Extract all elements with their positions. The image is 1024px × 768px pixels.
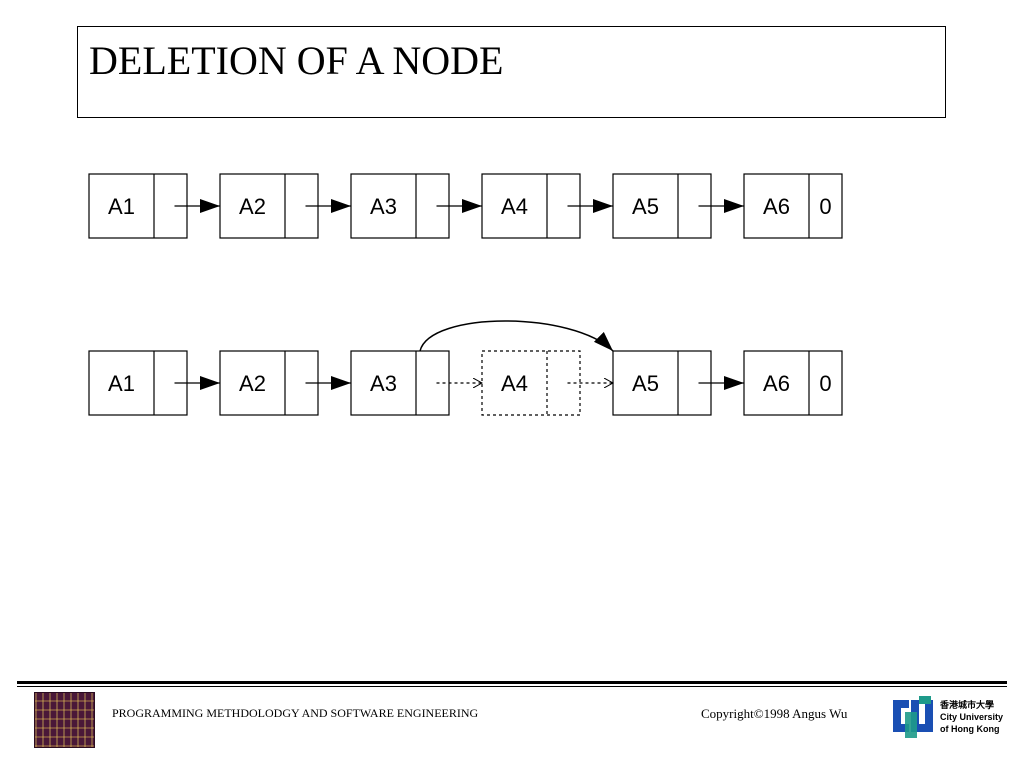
bypass-pointer-arrow xyxy=(419,320,614,352)
after-node-6 xyxy=(743,350,843,416)
university-name-line1: City University xyxy=(940,712,1004,722)
slide-title: DELETION OF A NODE xyxy=(89,38,504,83)
after-node-label-2: A2 xyxy=(239,371,266,396)
after-node-label-4: A4 xyxy=(501,371,528,396)
after-node-label-3: A3 xyxy=(370,371,397,396)
footer-rule-thin xyxy=(17,686,1007,687)
before-node-label-4: A4 xyxy=(501,194,528,219)
before-node-1 xyxy=(88,173,188,239)
after-node-2 xyxy=(219,350,319,416)
copyright-text: Copyright©1998 Angus Wu xyxy=(701,706,848,721)
title-box: DELETION OF A NODE xyxy=(77,26,946,118)
after-null-pointer-6: 0 xyxy=(819,371,831,396)
course-title: PROGRAMMING METHDOLODGY AND SOFTWARE ENG… xyxy=(112,706,479,720)
before-node-5 xyxy=(612,173,712,239)
after-node-label-6: A6 xyxy=(763,371,790,396)
footer-rule-thick xyxy=(17,681,1007,684)
after-node-label-1: A1 xyxy=(108,371,135,396)
before-node-label-6: A6 xyxy=(763,194,790,219)
university-name: 香港城市大學 City University of Hong Kong xyxy=(940,699,1003,735)
before-null-pointer-6: 0 xyxy=(819,194,831,219)
university-name-line2: of Hong Kong xyxy=(940,724,1000,734)
after-node-4-deleted xyxy=(481,350,581,416)
chip-image xyxy=(34,692,95,748)
before-node-4 xyxy=(481,173,581,239)
after-node-5 xyxy=(612,350,712,416)
after-node-label-5: A5 xyxy=(632,371,659,396)
before-node-label-2: A2 xyxy=(239,194,266,219)
after-node-1 xyxy=(88,350,188,416)
before-node-label-1: A1 xyxy=(108,194,135,219)
after-node-3 xyxy=(350,350,450,416)
city-university-logo-icon xyxy=(893,696,933,738)
before-node-3 xyxy=(350,173,450,239)
before-node-label-3: A3 xyxy=(370,194,397,219)
before-node-label-5: A5 xyxy=(632,194,659,219)
before-node-2 xyxy=(219,173,319,239)
university-name-chinese: 香港城市大學 xyxy=(940,700,995,710)
